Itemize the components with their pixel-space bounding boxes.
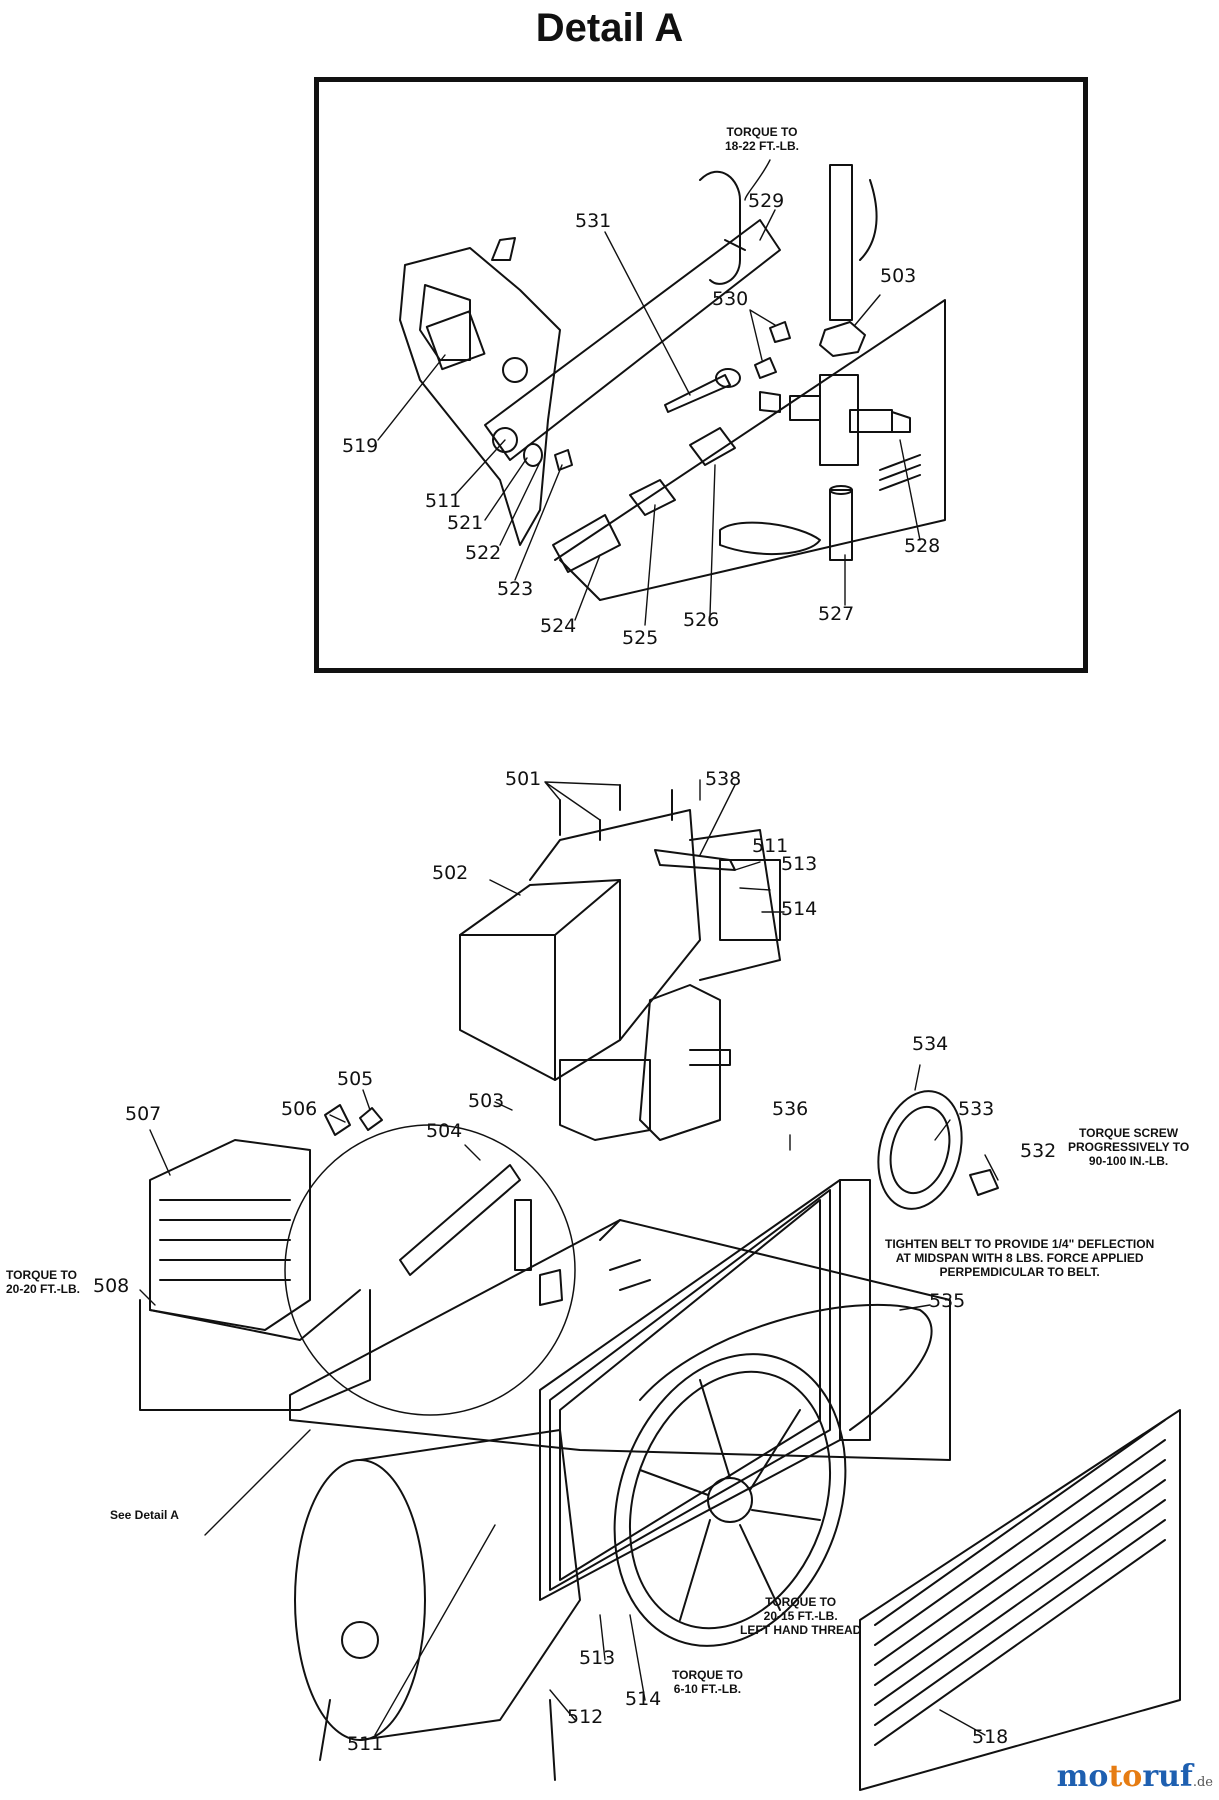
callout-m538: 538 (705, 768, 742, 790)
note-see-detail: See Detail A (110, 1508, 179, 1522)
callout-m508: 508 (93, 1275, 130, 1297)
callout-d528: 528 (904, 535, 941, 557)
callout-m507: 507 (125, 1103, 162, 1125)
callout-d527: 527 (818, 603, 855, 625)
callout-m514a: 514 (781, 898, 818, 920)
callout-d531: 531 (575, 210, 612, 232)
callout-m533: 533 (958, 1098, 995, 1120)
callout-m518: 518 (972, 1726, 1009, 1748)
callout-d503: 503 (880, 265, 917, 287)
callout-d521: 521 (447, 512, 484, 534)
callout-m501: 501 (505, 768, 542, 790)
diagram-title: Detail A (535, 6, 684, 50)
callout-m532: 532 (1020, 1140, 1057, 1162)
callout-m536: 536 (772, 1098, 809, 1120)
callout-d523: 523 (497, 578, 534, 600)
callout-m502: 502 (432, 862, 469, 884)
callout-m513b: 513 (579, 1647, 616, 1669)
callout-d526: 526 (683, 609, 720, 631)
callout-d524: 524 (540, 615, 577, 637)
callout-m506: 506 (281, 1098, 318, 1120)
callout-m535: 535 (929, 1290, 966, 1312)
callout-m511b: 511 (347, 1733, 384, 1755)
callout-m505: 505 (337, 1068, 374, 1090)
detail-a-leaders (377, 159, 921, 626)
callout-m503: 503 (468, 1090, 505, 1112)
callout-d530: 530 (712, 288, 749, 310)
callout-d529: 529 (748, 190, 785, 212)
callout-d511: 511 (425, 490, 462, 512)
main-assembly-drawing (139, 784, 1181, 1791)
detail-a-frame (314, 77, 1088, 673)
callout-m513a: 513 (781, 853, 818, 875)
callout-d525: 525 (622, 627, 659, 649)
detail-a-drawing (399, 164, 946, 601)
callout-m511a: 511 (752, 835, 789, 857)
callout-m504: 504 (426, 1120, 463, 1142)
callout-d519: 519 (342, 435, 379, 457)
main-leaders (139, 779, 999, 1736)
callout-m514b: 514 (625, 1688, 662, 1710)
callout-m534: 534 (912, 1033, 949, 1055)
callout-m512: 512 (567, 1706, 604, 1728)
callout-d522: 522 (465, 542, 502, 564)
watermark-logo: motoruf.de (1056, 1759, 1213, 1794)
